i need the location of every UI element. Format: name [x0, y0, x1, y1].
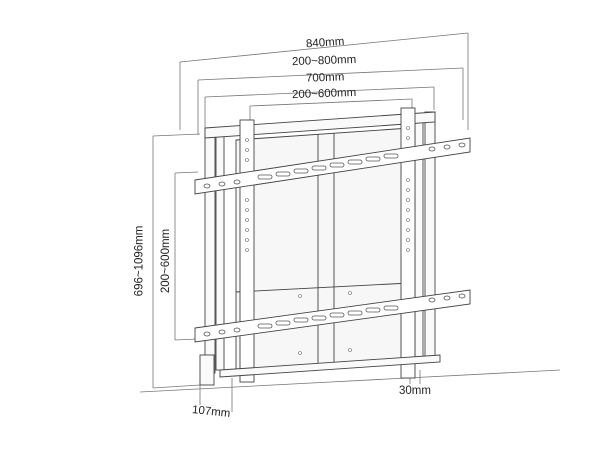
- rail-width-label: 700mm: [305, 71, 345, 85]
- outer-vesa-range-label: 200~800mm: [291, 53, 357, 69]
- vertical-vesa-range-label: 200~600mm: [160, 228, 173, 294]
- arm-width-label: 30mm: [399, 385, 431, 397]
- overall-height-label: 696~1096mm: [133, 225, 146, 297]
- inner-vesa-range-label: 200~600mm: [291, 86, 357, 102]
